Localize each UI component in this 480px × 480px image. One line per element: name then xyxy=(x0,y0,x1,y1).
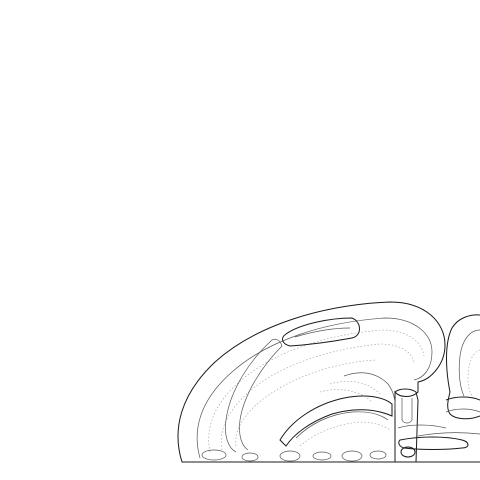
right-lower-band-3 xyxy=(418,433,480,436)
midline-inner-1 xyxy=(402,398,412,423)
lateral-band-outer xyxy=(225,340,272,452)
cortex-outline xyxy=(178,302,445,462)
midline-inner-2 xyxy=(398,425,446,428)
hippocampus-outer xyxy=(280,396,392,446)
right-lobe-dotted xyxy=(468,350,480,398)
right-lower-band-2 xyxy=(446,409,480,412)
hippocampus-dotted xyxy=(300,422,390,446)
ventral-nucleus-5 xyxy=(342,451,362,461)
cortex-dotted-line-1 xyxy=(209,330,424,452)
right-lower-band-4 xyxy=(399,437,468,450)
ventral-nucleus-2 xyxy=(242,453,258,461)
ventral-nucleus-4 xyxy=(313,452,331,460)
right-lower-band-1 xyxy=(446,397,480,400)
right-lobe-inner xyxy=(459,330,480,396)
ventral-nucleus-3 xyxy=(280,451,300,461)
ventral-nucleus-6 xyxy=(370,451,386,459)
right-lobe-outline xyxy=(447,315,480,419)
lateral-band-inner xyxy=(239,346,282,450)
cortex-layer-contour xyxy=(197,318,432,458)
bottom-fade xyxy=(0,462,480,480)
ventral-nucleus-1 xyxy=(202,450,226,460)
